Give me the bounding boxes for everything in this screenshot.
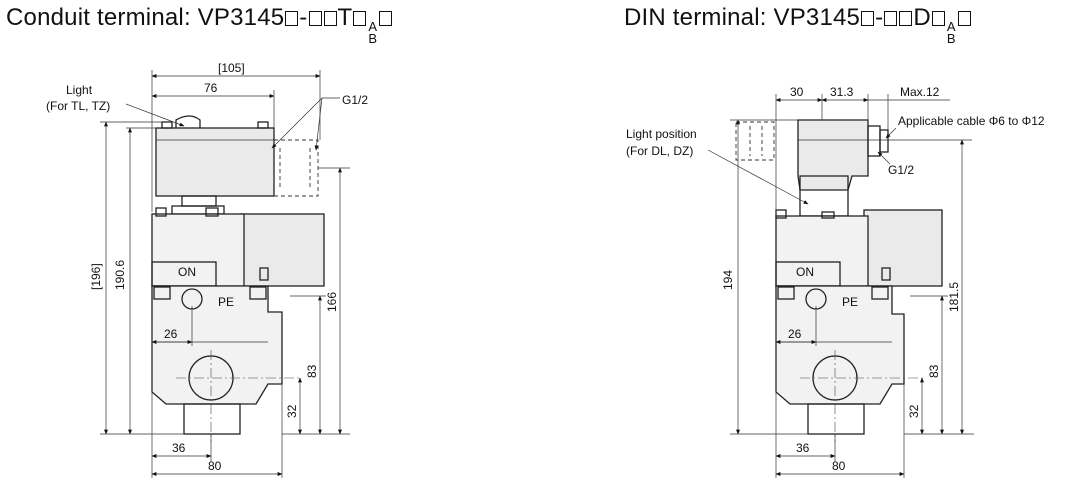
dim-83: 83 xyxy=(305,364,319,378)
dim-32: 32 xyxy=(907,404,921,418)
dim-196: [196] xyxy=(89,263,103,290)
dim-26: 26 xyxy=(788,327,802,341)
dim-26: 26 xyxy=(164,327,178,341)
placeholder-box xyxy=(285,11,299,26)
dim-190-6: 190.6 xyxy=(113,260,127,290)
valve-lower-body xyxy=(151,285,283,405)
light-label: Light xyxy=(66,83,93,97)
placeholder-box xyxy=(323,11,337,26)
dim-105: [105] xyxy=(218,61,245,75)
port-label: G1/2 xyxy=(342,93,368,107)
light-position-sub-label: (For DL, DZ) xyxy=(626,144,693,158)
placeholder-box xyxy=(308,11,322,26)
din-connector xyxy=(797,119,869,191)
valve-upper-body xyxy=(775,215,869,287)
light-position-label: Light position xyxy=(626,127,697,141)
dim-max12: Max.12 xyxy=(900,85,940,99)
dim-80: 80 xyxy=(208,459,222,473)
conduit-box xyxy=(155,127,275,197)
solenoid-coil xyxy=(239,213,325,287)
heading-letter: D xyxy=(913,4,931,31)
dim-30: 30 xyxy=(790,85,804,99)
valve-upper-body xyxy=(151,213,245,287)
heading-dash: - xyxy=(875,4,884,31)
dim-36: 36 xyxy=(172,441,186,455)
dim-194: 194 xyxy=(721,270,735,290)
option-b: B xyxy=(368,31,378,46)
light-sub-label: (For TL, TZ) xyxy=(46,99,110,113)
dim-36: 36 xyxy=(796,441,810,455)
on-label: ON xyxy=(178,265,196,279)
dim-32: 32 xyxy=(285,404,299,418)
dim-166: 166 xyxy=(325,292,339,312)
heading-letter: T xyxy=(337,4,353,31)
dim-31-3: 31.3 xyxy=(830,85,854,99)
conduit-valve-drawing: ON PE Light (For TL, TZ) G1/2 [105] 76 [… xyxy=(46,61,368,478)
on-label: ON xyxy=(796,265,814,279)
option-a: A xyxy=(368,19,378,34)
placeholder-box xyxy=(931,11,945,26)
placeholder-box xyxy=(861,11,875,26)
placeholder-box xyxy=(379,11,393,26)
din-heading-text: DIN terminal: VP3145 xyxy=(624,4,861,31)
din-valve-drawing: ON PE Light position (For DL, DZ) Applic… xyxy=(626,85,1045,478)
placeholder-box xyxy=(899,11,913,26)
placeholder-box xyxy=(884,11,898,26)
dim-83: 83 xyxy=(927,364,941,378)
light-indicator xyxy=(175,115,201,128)
pe-label: PE xyxy=(842,295,858,309)
port-label: G1/2 xyxy=(888,163,914,177)
option-a: A xyxy=(946,19,956,34)
valve-lower-body xyxy=(775,285,905,405)
dim-80: 80 xyxy=(832,459,846,473)
conduit-heading-text: Conduit terminal: VP3145 xyxy=(6,4,285,31)
option-b: B xyxy=(946,31,956,46)
placeholder-box xyxy=(957,11,971,26)
pe-label: PE xyxy=(218,295,234,309)
solenoid-coil xyxy=(863,209,943,287)
heading-dash: - xyxy=(299,4,308,31)
placeholder-box xyxy=(353,11,367,26)
dim-181-5: 181.5 xyxy=(947,282,961,312)
dim-76: 76 xyxy=(204,81,218,95)
cable-label: Applicable cable Φ6 to Φ12 xyxy=(898,114,1045,128)
